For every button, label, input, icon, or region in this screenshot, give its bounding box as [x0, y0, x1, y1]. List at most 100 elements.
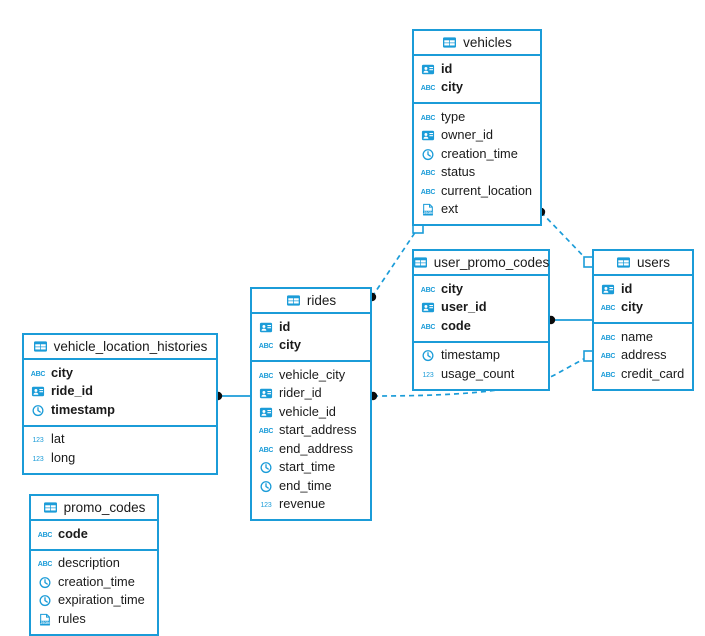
- id-card-icon: [31, 386, 45, 397]
- column-name: creation_time: [58, 573, 135, 589]
- column-row[interactable]: ABC start_address: [252, 422, 370, 441]
- column-row[interactable]: ABC city: [252, 337, 370, 356]
- clock-icon: [32, 404, 44, 416]
- column-row[interactable]: owner_id: [414, 127, 540, 146]
- column-name: description: [58, 555, 120, 571]
- column-row[interactable]: 123 long: [24, 449, 216, 468]
- abc-icon: ABC: [259, 342, 273, 350]
- column-row[interactable]: expiration_time: [31, 592, 157, 611]
- column-name: credit_card: [621, 365, 685, 381]
- column-name: rider_id: [279, 385, 322, 401]
- svg-text:ABC: ABC: [421, 286, 435, 294]
- table-header[interactable]: vehicles: [414, 31, 540, 56]
- table-header[interactable]: user_promo_codes: [413, 251, 550, 276]
- svg-text:123: 123: [32, 456, 43, 463]
- svg-text:JSON: JSON: [40, 621, 50, 625]
- column-name: code: [441, 317, 471, 333]
- column-row[interactable]: start_time: [252, 459, 370, 478]
- column-row[interactable]: ABC name: [594, 328, 692, 347]
- column-row[interactable]: timestamp: [414, 347, 548, 366]
- column-name: id: [621, 280, 633, 296]
- abc-icon: ABC: [259, 372, 273, 380]
- table-header[interactable]: promo_codes: [31, 496, 157, 521]
- abc-icon: ABC: [601, 371, 615, 379]
- number-icon: 123: [32, 437, 44, 444]
- column-name: usage_count: [441, 365, 515, 381]
- json-icon: JSON: [422, 204, 433, 216]
- column-name: ride_id: [51, 383, 93, 399]
- column-row[interactable]: ABC description: [31, 555, 157, 574]
- column-name: end_time: [279, 477, 332, 493]
- column-row[interactable]: creation_time: [414, 145, 540, 164]
- id-card-icon: [259, 407, 273, 418]
- column-name: timestamp: [51, 401, 116, 417]
- column-row[interactable]: rider_id: [252, 385, 370, 404]
- abc-icon: ABC: [601, 334, 615, 342]
- column-row[interactable]: ABC code: [414, 317, 548, 336]
- column-row[interactable]: creation_time: [31, 573, 157, 592]
- table-header[interactable]: rides: [252, 289, 370, 314]
- column-row[interactable]: id: [414, 60, 540, 79]
- column-name: revenue: [279, 496, 326, 512]
- column-row[interactable]: ABC credit_card: [594, 365, 692, 384]
- column-name: long: [51, 449, 76, 465]
- column-name: start_time: [279, 459, 336, 475]
- id-card-icon: [259, 388, 273, 399]
- column-row[interactable]: 123 revenue: [252, 496, 370, 515]
- abc-icon: ABC: [259, 446, 273, 454]
- column-name: type: [441, 108, 466, 124]
- column-name: status: [441, 164, 476, 180]
- column-name: user_id: [441, 299, 487, 315]
- column-row[interactable]: timestamp: [24, 401, 216, 420]
- clock-icon: [39, 576, 51, 588]
- column-row[interactable]: user_id: [414, 299, 548, 318]
- table-name: user_promo_codes: [433, 255, 550, 270]
- column-row[interactable]: end_time: [252, 477, 370, 496]
- abc-icon: ABC: [38, 560, 52, 568]
- column-row[interactable]: id: [252, 318, 370, 337]
- abc-icon: ABC: [259, 427, 273, 435]
- svg-text:ABC: ABC: [31, 370, 45, 378]
- column-row[interactable]: id: [594, 280, 692, 299]
- column-name: name: [621, 328, 654, 344]
- column-name: expiration_time: [58, 592, 145, 608]
- column-name: id: [441, 60, 453, 76]
- table-header[interactable]: users: [594, 251, 692, 276]
- column-name: city: [279, 337, 302, 353]
- column-name: start_address: [279, 422, 357, 438]
- column-row[interactable]: ride_id: [24, 383, 216, 402]
- svg-text:123: 123: [260, 502, 271, 509]
- svg-text:ABC: ABC: [421, 323, 435, 331]
- number-icon: 123: [260, 502, 272, 509]
- column-row[interactable]: vehicle_id: [252, 403, 370, 422]
- table-header[interactable]: vehicle_location_histories: [24, 335, 216, 360]
- svg-text:ABC: ABC: [601, 334, 615, 342]
